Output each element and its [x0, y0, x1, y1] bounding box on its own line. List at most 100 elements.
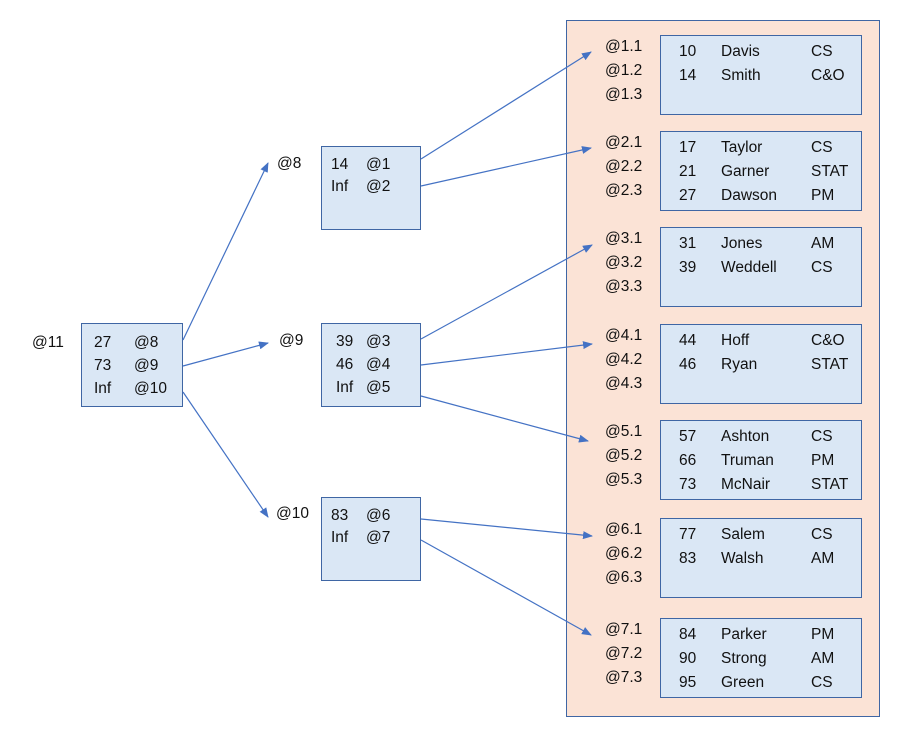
record-dept: AM	[811, 650, 835, 667]
leaf-page-1-addresses: @1.1@1.2@1.3	[605, 35, 642, 107]
root-node: 27 @8 73 @9 Inf @10	[81, 323, 183, 407]
record-row: 77 Salem CS	[661, 523, 861, 547]
record-name: McNair	[721, 476, 771, 493]
node-9-ptr-2: @5	[366, 379, 391, 396]
slot-address: @3.3	[605, 278, 643, 295]
slot-address: @2.3	[605, 182, 643, 199]
leaf-page-6-addresses: @6.1 @6.2 @6.3	[605, 518, 642, 590]
internal-node-8: 14 @1 Inf @2	[321, 146, 421, 230]
root-key-2: Inf	[94, 380, 112, 397]
node-9-address-label: @9	[279, 332, 304, 349]
record-dept: STAT	[811, 356, 849, 373]
slot-address: @2.2	[605, 158, 643, 175]
record-key: 14	[679, 67, 697, 84]
slot-address: @1.2	[605, 62, 643, 79]
root-ptr-2: @10	[134, 380, 167, 397]
record-key: 27	[679, 187, 697, 204]
leaf-page-3-addresses: @3.1 @3.2 @3.3	[605, 227, 642, 299]
record-dept: AM	[811, 235, 835, 252]
record-key: 10	[679, 43, 697, 60]
slot-address: @4.3	[605, 375, 643, 392]
node-10-key-1: Inf	[331, 529, 349, 546]
leaf-page-5-addresses: @5.1@5.2@5.3	[605, 420, 642, 492]
internal-node-9: 39 @3 46 @4 Inf @5	[321, 323, 421, 407]
record-key: 44	[679, 332, 697, 349]
record-dept: CS	[811, 526, 833, 543]
record-name: Ashton	[721, 428, 770, 445]
record-dept: PM	[811, 187, 835, 204]
node-8-key-1: Inf	[331, 178, 349, 195]
root-key-0: 27	[94, 334, 112, 351]
record-dept: C&O	[811, 67, 845, 84]
slot-address: @3.1	[605, 230, 643, 247]
root-key-1: 73	[94, 357, 112, 374]
record-key: 39	[679, 259, 697, 276]
record-key: 84	[679, 626, 697, 643]
slot-address: @3.2	[605, 254, 643, 271]
record-name: Davis	[721, 43, 760, 60]
root-ptr-0: @8	[134, 334, 159, 351]
edge-root-to-10	[182, 391, 269, 518]
slot-address: @2.1	[605, 134, 643, 151]
record-dept: PM	[811, 452, 835, 469]
leaf-page-6-records: 77 Salem CS 83 Walsh AM	[660, 518, 862, 598]
record-row: 84 Parker PM	[661, 623, 861, 647]
node-8-key-0: 14	[331, 156, 349, 173]
node-9-key-1: 46	[336, 356, 354, 373]
slot-address: @6.2	[605, 545, 643, 562]
record-name: Parker	[721, 626, 767, 643]
slot-address: @6.3	[605, 569, 643, 586]
node-9-key-2: Inf	[336, 379, 354, 396]
slot-address: @6.1	[605, 521, 643, 538]
leaf-page-7-addresses: @7.1@7.2@7.3	[605, 618, 642, 690]
record-key: 46	[679, 356, 697, 373]
record-key: 77	[679, 526, 697, 543]
leaf-page-2-addresses: @2.1 @2.2 @2.3	[605, 131, 642, 203]
node-10-key-0: 83	[331, 507, 349, 524]
record-key: 66	[679, 452, 697, 469]
record-name: Salem	[721, 526, 765, 543]
node-8-ptr-0: @1	[366, 156, 391, 173]
node-10-ptr-0: @6	[366, 507, 391, 524]
slot-address: @5.1	[605, 423, 643, 440]
record-key: 83	[679, 550, 697, 567]
slot-address: @1.3	[605, 86, 643, 103]
record-dept: AM	[811, 550, 835, 567]
record-key: 31	[679, 235, 697, 252]
record-name: Green	[721, 674, 765, 691]
node-8-address-label: @8	[277, 155, 302, 172]
record-name: Walsh	[721, 550, 764, 567]
record-key: 95	[679, 674, 697, 691]
record-row: 27 Dawson PM	[661, 184, 861, 208]
record-key: 17	[679, 139, 697, 156]
node-9-ptr-1: @4	[366, 356, 391, 373]
leaf-page-4-addresses: @4.1@4.2@4.3	[605, 324, 642, 396]
record-name: Taylor	[721, 139, 763, 156]
slot-address: @4.2	[605, 351, 643, 368]
record-name: Dawson	[721, 187, 777, 204]
record-dept: CS	[811, 428, 833, 445]
record-dept: CS	[811, 43, 833, 60]
record-name: Strong	[721, 650, 767, 667]
record-dept: PM	[811, 626, 835, 643]
slot-address: @5.2	[605, 447, 643, 464]
node-9-ptr-0: @3	[366, 333, 391, 350]
root-ptr-1: @9	[134, 357, 159, 374]
